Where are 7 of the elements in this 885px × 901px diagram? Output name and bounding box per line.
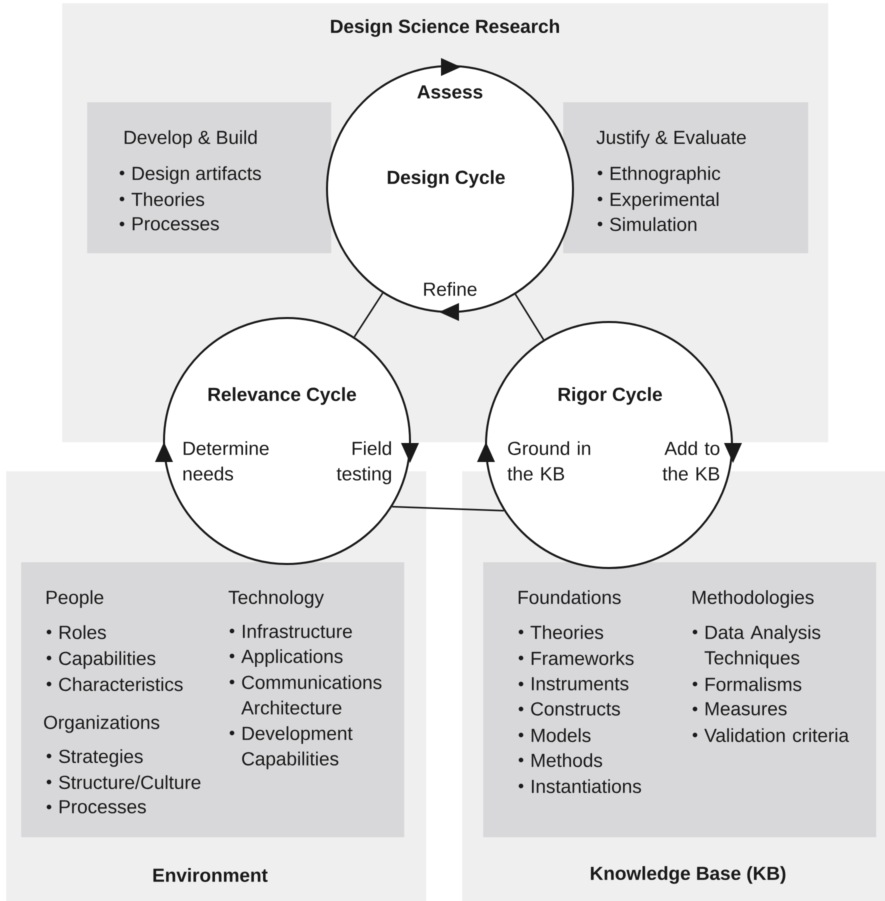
list-box: Justify & Evaluate Ethnographic Experimental Simulation bbox=[563, 102, 808, 254]
connector-line bbox=[392, 506, 504, 512]
list-box: Foundations Theories Frameworks Instruments Constructs Models Methods Instantiations Methodologies Data Analysis Techniques Formalisms Measures Validation criteria bbox=[483, 562, 876, 838]
connector-line bbox=[514, 294, 544, 340]
list-box: Develop & Build Design artifacts Theories Processes bbox=[87, 102, 332, 254]
list-box: People Roles Capabilities Characteristics Organizations Strategies Structure/Culture Processes Technology Infrastructure Applications Communications Architecture Development Capabilities bbox=[21, 562, 404, 838]
connector-line bbox=[354, 292, 384, 338]
